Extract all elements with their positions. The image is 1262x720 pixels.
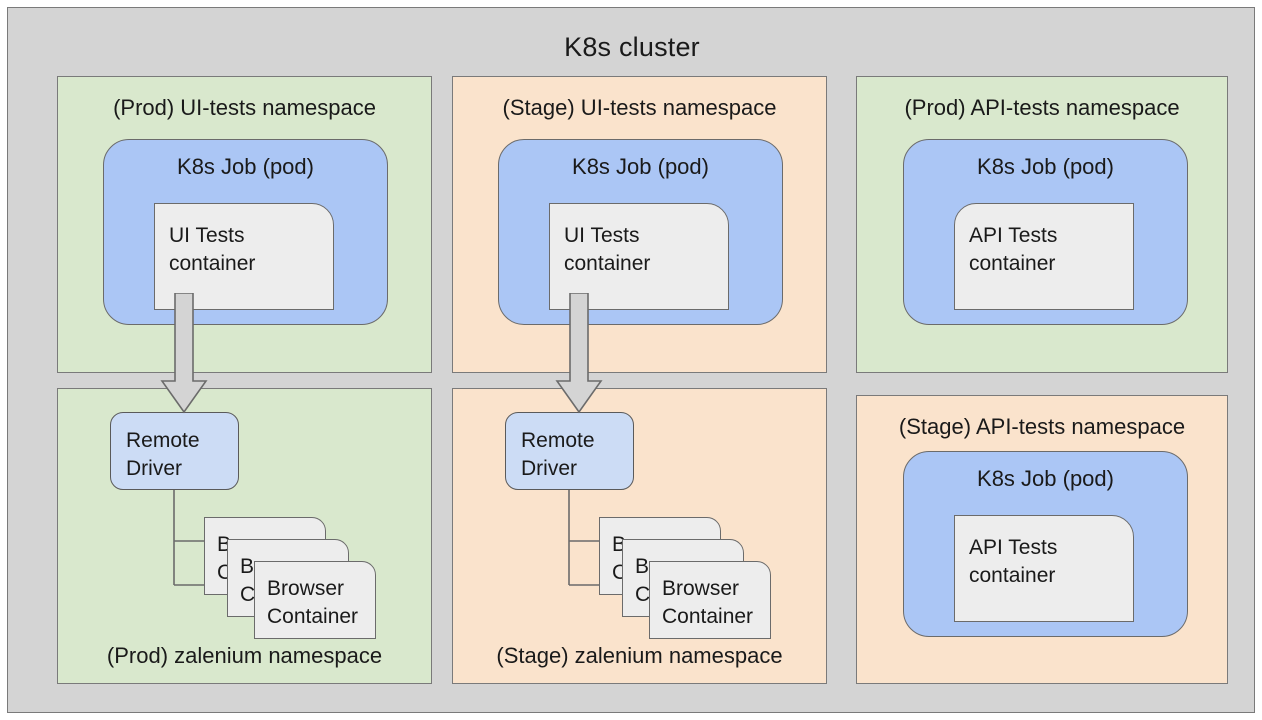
pod-prod-ui-tests: K8s Job (pod) UI Tests container <box>103 139 388 325</box>
namespace-stage-ui-tests-title: (Stage) UI-tests namespace <box>502 95 777 120</box>
namespace-stage-ui-tests: (Stage) UI-tests namespace K8s Job (pod)… <box>452 76 827 373</box>
namespace-stage-zalenium-title: (Stage) zalenium namespace <box>496 643 783 668</box>
namespace-stage-api-tests-title: (Stage) API-tests namespace <box>898 414 1186 439</box>
remote-driver-stage: Remote Driver <box>505 412 634 490</box>
pod-stage-api-tests: K8s Job (pod) API Tests container <box>903 451 1188 637</box>
namespace-prod-ui-tests: (Prod) UI-tests namespace K8s Job (pod) … <box>57 76 432 373</box>
arrow-stage-ui-tests-to-remote-driver <box>555 293 609 415</box>
namespace-prod-api-tests-title: (Prod) API-tests namespace <box>904 95 1180 120</box>
namespace-stage-api-tests: (Stage) API-tests namespace K8s Job (pod… <box>856 395 1228 684</box>
remote-driver-prod: Remote Driver <box>110 412 239 490</box>
browser-container-stage-3: Browser Container <box>649 561 771 639</box>
namespace-prod-zalenium: (Prod) zalenium namespace Remote Driver … <box>57 388 432 684</box>
pod-prod-api-tests-title: K8s Job (pod) <box>977 154 1114 179</box>
namespace-stage-zalenium: (Stage) zalenium namespace Remote Driver… <box>452 388 827 684</box>
namespace-prod-api-tests: (Prod) API-tests namespace K8s Job (pod)… <box>856 76 1228 373</box>
pod-prod-ui-tests-title: K8s Job (pod) <box>177 154 314 179</box>
container-prod-api-tests: API Tests container <box>954 203 1134 310</box>
pod-stage-ui-tests: K8s Job (pod) UI Tests container <box>498 139 783 325</box>
arrow-prod-ui-tests-to-remote-driver <box>160 293 214 415</box>
namespace-prod-zalenium-title: (Prod) zalenium namespace <box>106 643 383 668</box>
cluster-title: K8s cluster <box>564 32 700 62</box>
pod-stage-api-tests-title: K8s Job (pod) <box>977 466 1114 491</box>
container-stage-ui-tests: UI Tests container <box>549 203 729 310</box>
pod-prod-api-tests: K8s Job (pod) API Tests container <box>903 139 1188 325</box>
namespace-prod-ui-tests-title: (Prod) UI-tests namespace <box>113 95 376 120</box>
browser-container-prod-3: Browser Container <box>254 561 376 639</box>
container-stage-api-tests: API Tests container <box>954 515 1134 622</box>
pod-stage-ui-tests-title: K8s Job (pod) <box>572 154 709 179</box>
container-prod-ui-tests: UI Tests container <box>154 203 334 310</box>
